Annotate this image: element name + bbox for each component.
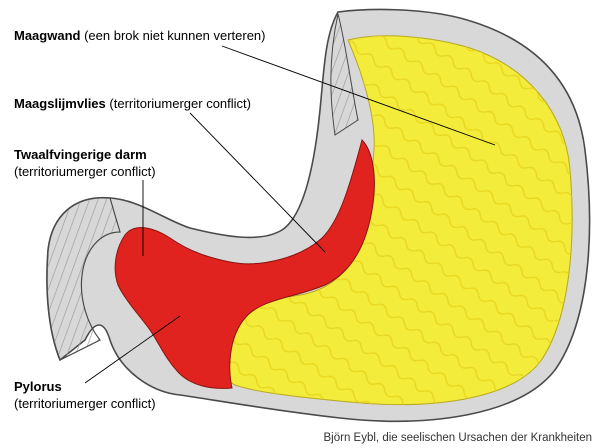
label-twaalfvingerige-darm-term: Twaalfvingerige darm bbox=[14, 147, 147, 162]
label-maagslijmvlies-note: (territoriumerger conflict) bbox=[109, 96, 251, 111]
label-pylorus-term: Pylorus bbox=[14, 379, 62, 394]
duodenum-lining bbox=[114, 139, 375, 389]
duodenum-outer-wall bbox=[46, 197, 121, 361]
leader-maagwand bbox=[221, 45, 496, 146]
label-maagwand: Maagwand (een brok niet kunnen verteren) bbox=[14, 27, 265, 44]
label-maagwand-note: (een brok niet kunnen verteren) bbox=[84, 28, 266, 43]
leader-pylorus bbox=[84, 315, 181, 384]
stomach-mucosa-folds bbox=[224, 35, 573, 405]
label-pylorus-note: (territoriumerger conflict) bbox=[14, 396, 156, 411]
esophagus-wall bbox=[330, 13, 359, 136]
leader-maagslijmvlies bbox=[189, 112, 326, 253]
label-twaalfvingerige-darm: Twaalfvingerige darm (territoriumerger c… bbox=[14, 146, 156, 180]
label-maagslijmvlies-term: Maagslijmvlies bbox=[14, 96, 106, 111]
image-credit: Björn Eybl, die seelischen Ursachen der … bbox=[323, 432, 592, 444]
label-maagwand-term: Maagwand bbox=[14, 28, 81, 43]
label-twaalfvingerige-darm-note: (territoriumerger conflict) bbox=[14, 164, 156, 179]
label-pylorus: Pylorus (territoriumerger conflict) bbox=[14, 378, 156, 412]
label-maagslijmvlies: Maagslijmvlies (territoriumerger conflic… bbox=[14, 95, 251, 112]
